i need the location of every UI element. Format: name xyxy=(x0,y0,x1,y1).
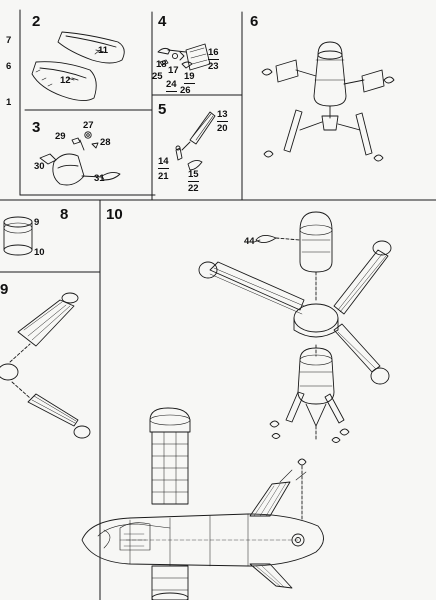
step6-engine-pylons xyxy=(261,41,395,162)
step10-main-assembly xyxy=(198,211,392,443)
part-25: 25 xyxy=(152,71,163,82)
step-number-4: 4 xyxy=(158,13,167,30)
step-number-6: 6 xyxy=(250,13,259,30)
part-23: 23 xyxy=(208,61,219,72)
step9-wing-panels xyxy=(0,292,91,439)
part-22: 22 xyxy=(188,183,199,194)
part-19: 19 xyxy=(184,71,195,84)
step-number-5: 5 xyxy=(158,101,167,118)
part-30: 30 xyxy=(34,161,45,172)
part-15: 15 xyxy=(188,169,199,182)
part-7: 7 xyxy=(6,35,12,46)
step5-wing-strake xyxy=(175,111,216,171)
part-20: 20 xyxy=(217,123,228,134)
part-27: 27 xyxy=(83,120,94,131)
part-9: 9 xyxy=(34,217,40,228)
part-21: 21 xyxy=(158,171,169,182)
part-11: 11 xyxy=(98,45,109,56)
part-1: 1 xyxy=(6,97,12,108)
part-29: 29 xyxy=(55,131,66,142)
part-28: 28 xyxy=(100,137,111,148)
step-number-2: 2 xyxy=(32,13,41,30)
part-16: 16 xyxy=(208,47,219,60)
part-14: 14 xyxy=(158,156,169,169)
part-6: 6 xyxy=(6,61,12,72)
step4-wing-root-parts xyxy=(157,43,211,71)
panel-dividers xyxy=(0,9,436,600)
step3-engine-cone xyxy=(39,131,121,186)
leader-lines xyxy=(67,49,261,243)
step-number-10: 10 xyxy=(106,206,123,223)
part-12: 12 xyxy=(60,75,71,86)
step2-nose-halves xyxy=(31,31,125,101)
part-18: 18 xyxy=(156,59,167,70)
step8-rings xyxy=(3,216,33,256)
part-26: 26 xyxy=(180,85,191,96)
part-13: 13 xyxy=(217,109,228,122)
step-number-3: 3 xyxy=(32,119,41,136)
part-24: 24 xyxy=(166,79,177,92)
part-31: 31 xyxy=(94,173,105,184)
part-10: 10 xyxy=(34,247,45,258)
part-44: 44 xyxy=(244,236,255,247)
step-number-9: 9 xyxy=(0,281,9,298)
step10-fuselage xyxy=(81,407,324,600)
part-17: 17 xyxy=(168,65,179,76)
step-number-8: 8 xyxy=(60,206,69,223)
